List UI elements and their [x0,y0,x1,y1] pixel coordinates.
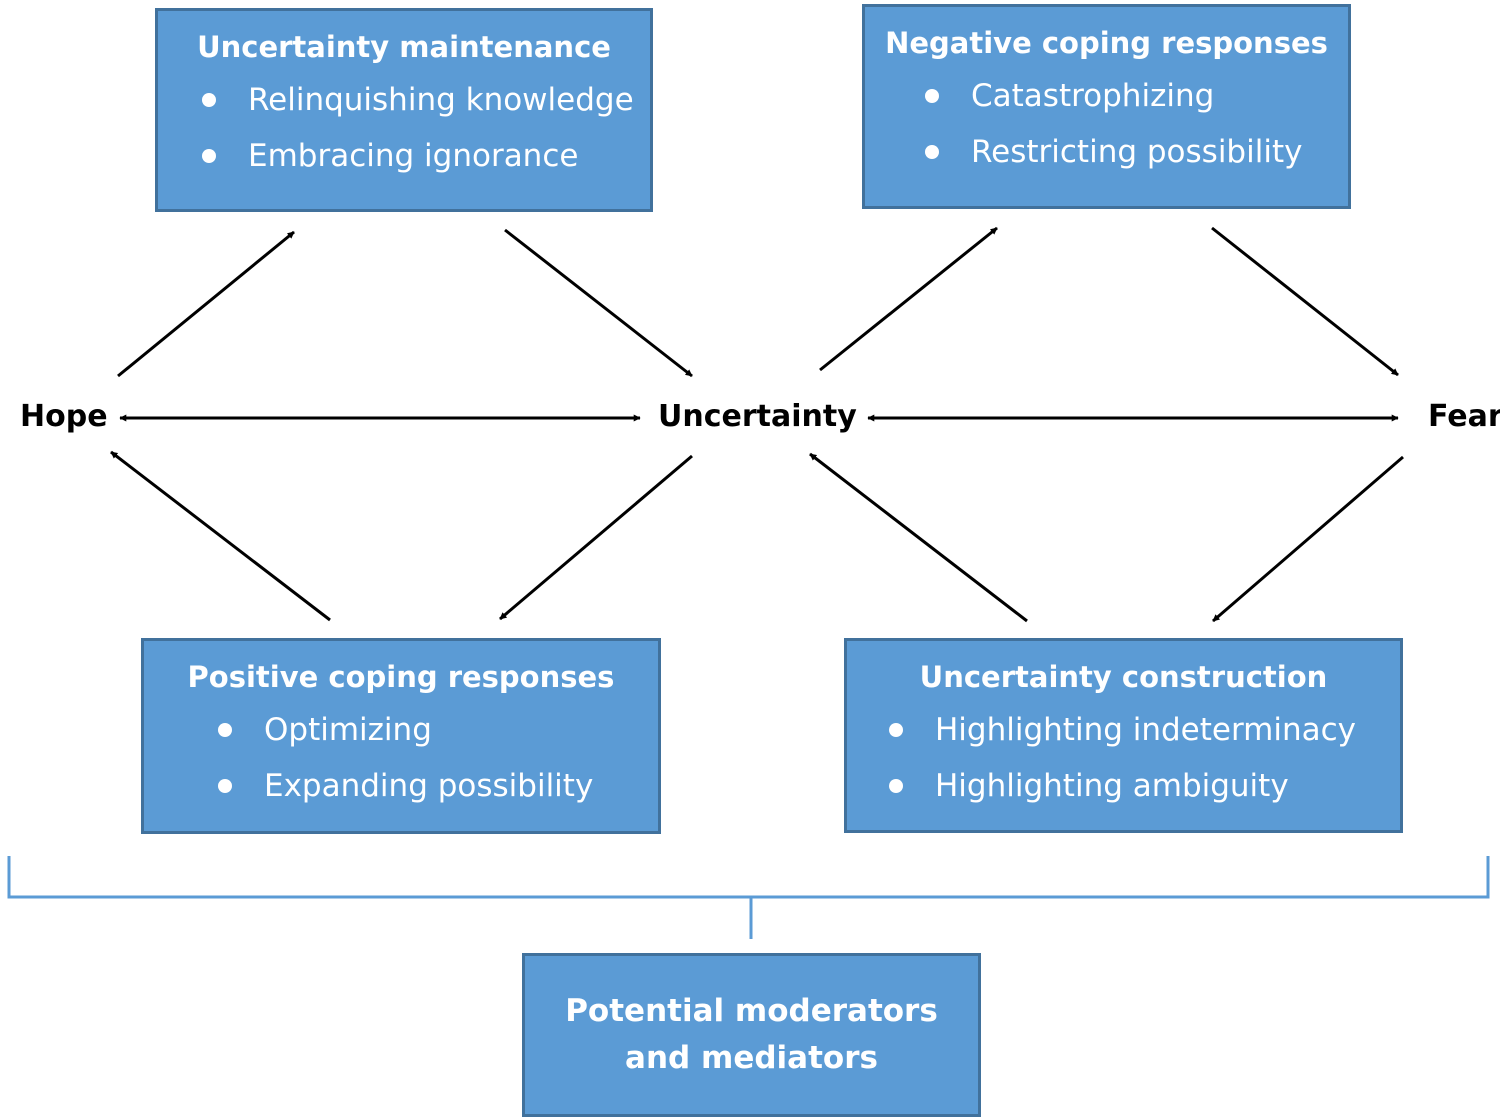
negative-coping-title: Negative coping responses [885,26,1328,60]
moderators-box: Potential moderators and mediators [522,953,981,1117]
positive-coping-title: Positive coping responses [187,660,615,694]
positive-coping-box: Positive coping responses Optimizing Exp… [141,638,661,834]
hope-label: Hope [20,399,108,434]
list-item: Catastrophizing [925,68,1348,124]
uncertainty-maintenance-list: Relinquishing knowledge Embracing ignora… [202,72,650,184]
uncertainty-construction-title: Uncertainty construction [919,660,1328,694]
list-item: Embracing ignorance [202,128,650,184]
positive-to-hope-arrow [110,450,331,622]
negative-coping-list: Catastrophizing Restricting possibility [925,68,1348,180]
fear-label: Fear [1428,399,1500,434]
list-item: Relinquishing knowledge [202,72,650,128]
construction-to-uncertainty-arrow [809,452,1028,623]
uncertainty-maintenance-box: Uncertainty maintenance Relinquishing kn… [155,8,653,212]
list-item: Optimizing [218,702,658,758]
list-item: Highlighting indeterminacy [889,702,1400,758]
list-item: Restricting possibility [925,124,1348,180]
hope-to-maintenance-arrow [117,230,295,378]
negative-coping-box: Negative coping responses Catastrophizin… [862,4,1351,209]
negative-to-fear-arrow [1211,226,1399,377]
maintenance-to-uncertainty-arrow [504,228,693,378]
grouping-bracket [7,856,1490,899]
uncertainty-construction-list: Highlighting indeterminacy Highlighting … [889,702,1400,814]
positive-coping-list: Optimizing Expanding possibility [218,702,658,814]
uncertainty-construction-box: Uncertainty construction Highlighting in… [844,638,1403,833]
uncertainty-to-negative-arrow [819,226,998,372]
list-item: Expanding possibility [218,758,658,814]
uncertainty-maintenance-title: Uncertainty maintenance [197,30,611,64]
uncertainty-label: Uncertainty [658,399,857,434]
list-item: Highlighting ambiguity [889,758,1400,814]
fear-to-construction-arrow [1212,455,1404,623]
uncertainty-to-positive-arrow [499,454,693,621]
